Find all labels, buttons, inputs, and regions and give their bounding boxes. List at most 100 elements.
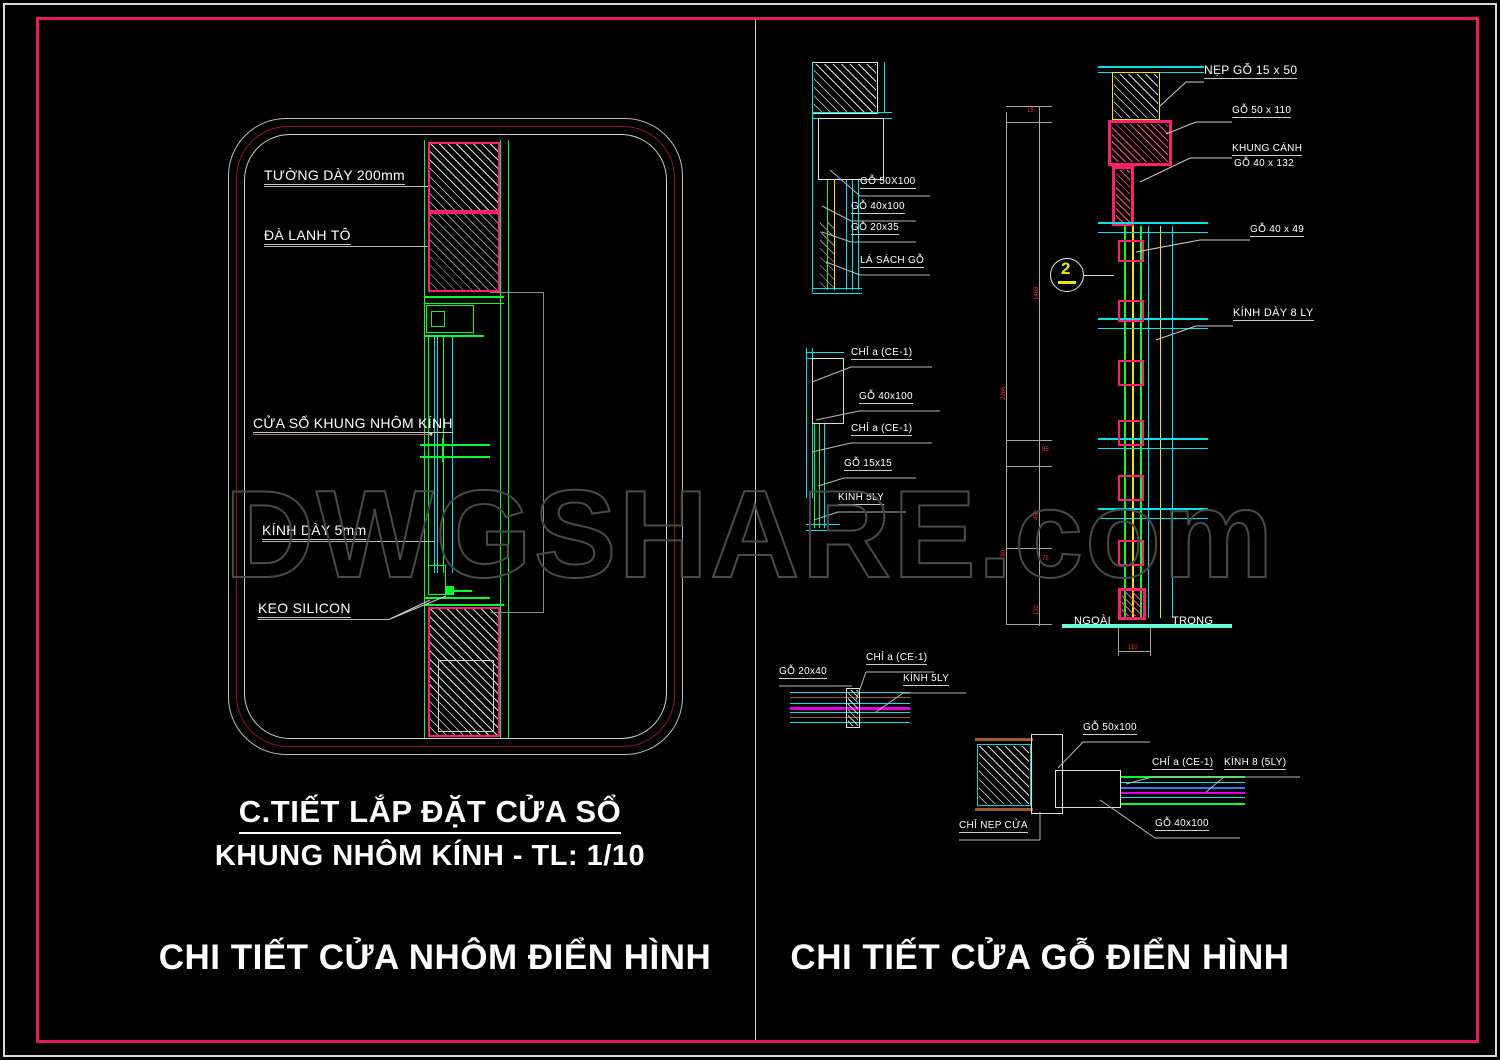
dim-110: 110 bbox=[1128, 645, 1138, 651]
sash-rail-top bbox=[420, 444, 490, 446]
leader-lintel bbox=[264, 246, 428, 247]
label-md-go15x15: GỖ 15x15 bbox=[844, 458, 892, 471]
ms-rail-6 bbox=[1118, 540, 1144, 566]
label-br-kinh8: KÍNH 8 (5LY) bbox=[1224, 757, 1287, 770]
td-line-h1 bbox=[812, 112, 892, 113]
label-br-chinep: CHỈ NẸP CỬA bbox=[959, 820, 1028, 833]
detail-marker-dash bbox=[1058, 281, 1076, 284]
label-ms-go40x49: GỖ 40 x 49 bbox=[1250, 224, 1305, 237]
md-line-h1 bbox=[806, 352, 844, 353]
inner-border bbox=[36, 17, 1479, 1043]
br-glz-4 bbox=[1121, 792, 1245, 794]
dim-462: 462 bbox=[1034, 509, 1040, 520]
wall-line-inner bbox=[500, 140, 501, 738]
lower-wall-block bbox=[428, 607, 500, 737]
br-glz-6 bbox=[1121, 803, 1245, 805]
wall-block bbox=[428, 142, 500, 212]
md-line-g1 bbox=[814, 424, 815, 528]
left-aux-line-v1 bbox=[543, 292, 544, 612]
ms-col-g2 bbox=[1140, 226, 1142, 618]
ms-top-stile-hatch bbox=[1116, 170, 1130, 222]
detail-marker-leader bbox=[1084, 275, 1114, 276]
dim-2286: 2286 bbox=[1001, 386, 1007, 400]
label-ms-go50x110: GỖ 50 x 110 bbox=[1232, 105, 1292, 118]
dim-75: 75 bbox=[1042, 556, 1049, 562]
ms-dimtick-3 bbox=[1006, 440, 1052, 441]
label-ms-khungcanh: KHUNG CÁNH bbox=[1232, 143, 1303, 156]
sill-line-1 bbox=[424, 597, 490, 599]
left-detail-outline-outer bbox=[228, 118, 683, 755]
ms-rail-2 bbox=[1118, 300, 1144, 322]
ms-dimtick-4 bbox=[1006, 466, 1052, 467]
br-rail-block bbox=[1055, 770, 1121, 808]
left-detail-outline-inner bbox=[244, 134, 667, 739]
glass-line-2 bbox=[437, 337, 438, 573]
panel-divider bbox=[755, 20, 756, 1040]
wall-hatch bbox=[430, 144, 498, 210]
ms-top-frame-hatch bbox=[1112, 124, 1168, 162]
ms-dimext-r bbox=[1150, 628, 1151, 656]
ms-head-1 bbox=[1098, 66, 1204, 68]
frame-head-line-3 bbox=[424, 335, 484, 337]
ms-head-hatch bbox=[1114, 74, 1158, 118]
label-md-chia-2: CHỈ a (CE-1) bbox=[851, 423, 913, 436]
td-line-c1 bbox=[812, 62, 813, 292]
lower-wall-subblock bbox=[438, 660, 494, 732]
label-glass: KÍNH DÀY 5mm bbox=[262, 522, 367, 540]
ms-dimchain-main bbox=[1039, 106, 1040, 626]
label-ms-go40x132: GỖ 40 x 132 bbox=[1234, 158, 1294, 169]
ms-dimtick-1 bbox=[1006, 106, 1052, 107]
label-md-chia-1: CHỈ a (CE-1) bbox=[851, 347, 913, 360]
br-line-bot bbox=[975, 808, 1033, 811]
td-line-h4 bbox=[812, 293, 862, 294]
ms-col-c2 bbox=[1172, 226, 1173, 618]
label-bm-kinh5ly: KÍNH 5LY bbox=[903, 673, 950, 686]
td-line-c3 bbox=[846, 180, 847, 290]
leader-wall bbox=[264, 186, 428, 187]
td-line-c5 bbox=[858, 180, 859, 290]
ms-floor-line bbox=[1062, 624, 1232, 628]
sash-rail-mid bbox=[442, 438, 444, 462]
left-detail-outline-mid bbox=[236, 126, 675, 747]
leader-silicone bbox=[258, 619, 390, 620]
label-td-go40x100: GỖ 40x100 bbox=[851, 201, 905, 214]
dim-132: 132 bbox=[1034, 604, 1040, 615]
left-aux-line-h1 bbox=[490, 292, 544, 293]
label-lintel: ĐÀ LANH TÔ bbox=[264, 227, 351, 245]
md-line-c1 bbox=[806, 348, 807, 498]
left-title-line1: C.TIẾT LẮP ĐẶT CỬA SỔ bbox=[150, 794, 710, 834]
label-ms-kinh8ly: KÍNH DÀY 8 LY bbox=[1233, 307, 1314, 321]
ms-dimtick-2 bbox=[1006, 122, 1052, 123]
label-br-go40x100: GỖ 40x100 bbox=[1155, 818, 1209, 831]
label-bm-chia: CHỈ a (CE-1) bbox=[866, 652, 928, 665]
ms-bottom-frame bbox=[1118, 588, 1146, 620]
ms-col-y1 bbox=[1132, 226, 1134, 618]
detail-marker-number: 2 bbox=[1061, 259, 1071, 278]
td-line-h3 bbox=[812, 288, 862, 289]
md-line-h3 bbox=[806, 524, 840, 525]
dim-1468: 1468 bbox=[1034, 286, 1040, 300]
ms-col-c1 bbox=[1148, 226, 1149, 618]
label-br-go50x100: GỖ 50x100 bbox=[1083, 722, 1137, 735]
frame-head-line-2 bbox=[424, 303, 504, 304]
sill-profile bbox=[428, 565, 446, 595]
label-bm-go20x40: GỖ 20x40 bbox=[779, 666, 827, 679]
dim-780: 780 bbox=[1001, 549, 1007, 560]
td-line-y1 bbox=[834, 180, 835, 290]
glass-frame-line-1 bbox=[428, 337, 429, 573]
label-td-go50x100: GỖ 50X100 bbox=[860, 176, 916, 189]
silicone-bead bbox=[445, 586, 454, 595]
right-caption: CHI TIẾT CỬA GỖ ĐIỂN HÌNH bbox=[790, 938, 1290, 977]
leader-glass bbox=[262, 541, 434, 542]
ms-dimext-l bbox=[1118, 628, 1119, 656]
label-silicone: KEO SILICON bbox=[258, 600, 351, 618]
label-td-lasach: LÁ SÁCH GỖ bbox=[860, 255, 925, 268]
ms-rail-5 bbox=[1118, 475, 1144, 501]
label-ms-nepgo: NẸP GỖ 15 x 50 bbox=[1204, 63, 1298, 79]
frame-head-profile-inner bbox=[431, 311, 445, 327]
left-aux-line-h2 bbox=[490, 612, 544, 613]
ms-rail-1 bbox=[1118, 240, 1144, 262]
sill-line-3 bbox=[448, 590, 472, 592]
ms-break-3a bbox=[1098, 438, 1208, 440]
